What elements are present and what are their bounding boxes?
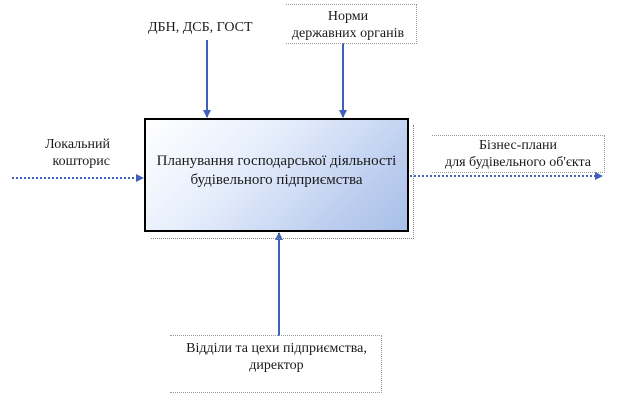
process-box-shadow bbox=[151, 125, 414, 239]
control-right-label-line1: Норми bbox=[327, 9, 369, 24]
process-box: Планування господарської діяльності буді… bbox=[144, 118, 409, 232]
process-label-line1: Планування господарської діяльності bbox=[156, 153, 397, 169]
output-label-line1: Бізнес-плани bbox=[478, 138, 558, 153]
control-left-label: ДБН, ДСБ, ГОСТ bbox=[148, 19, 253, 36]
mechanism-label-frame bbox=[170, 335, 382, 393]
mechanism-label-line1: Відділи та цехи підприємства, bbox=[186, 341, 367, 356]
input-label-line2: кошторис bbox=[52, 154, 110, 169]
mechanism-label: Відділи та цехи підприємства, директор bbox=[170, 340, 383, 374]
process-label-line2: будівельного підприємства bbox=[190, 172, 363, 188]
control-left-label-line1: ДБН, ДСБ, ГОСТ bbox=[148, 20, 253, 35]
control-right-label-frame bbox=[286, 4, 417, 44]
output-label-frame bbox=[432, 135, 605, 173]
process-label: Планування господарської діяльності буді… bbox=[157, 152, 397, 190]
mechanism-label-line2: директор bbox=[249, 358, 304, 373]
control-right-label-line2: державних органів bbox=[291, 26, 405, 41]
control-right-label: Норми державних органів bbox=[282, 8, 414, 42]
input-label-line1: Локальний bbox=[45, 137, 110, 152]
input-label: Локальний кошторис bbox=[16, 136, 110, 170]
output-label-line2: для будівельного об'єкта bbox=[444, 155, 592, 170]
output-label: Бізнес-плани для будівельного об'єкта bbox=[432, 137, 604, 171]
